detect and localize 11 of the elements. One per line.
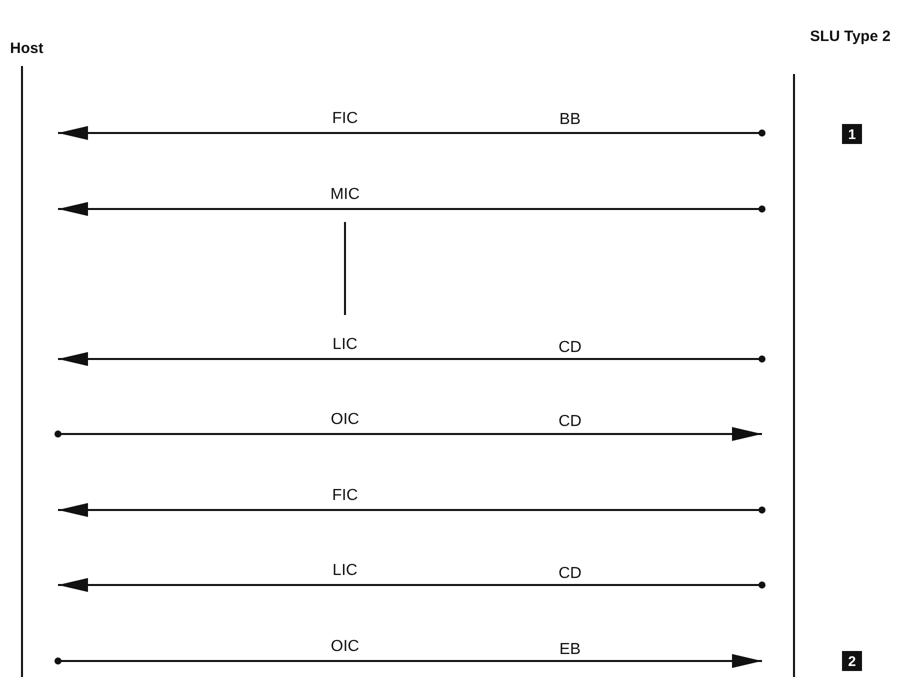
message-arrow — [54, 654, 762, 668]
lifeline-header: Host — [10, 40, 44, 57]
message-arrow — [58, 126, 766, 140]
message-arrow — [58, 503, 766, 517]
callout-number: 2 — [842, 651, 862, 671]
message-arrow — [58, 352, 766, 366]
message-arrow — [58, 578, 766, 592]
lifeline-header: SLU Type 2 — [810, 28, 891, 45]
message-arrow — [54, 427, 762, 441]
message-arrow — [58, 202, 766, 216]
callout-number: 1 — [842, 124, 862, 144]
